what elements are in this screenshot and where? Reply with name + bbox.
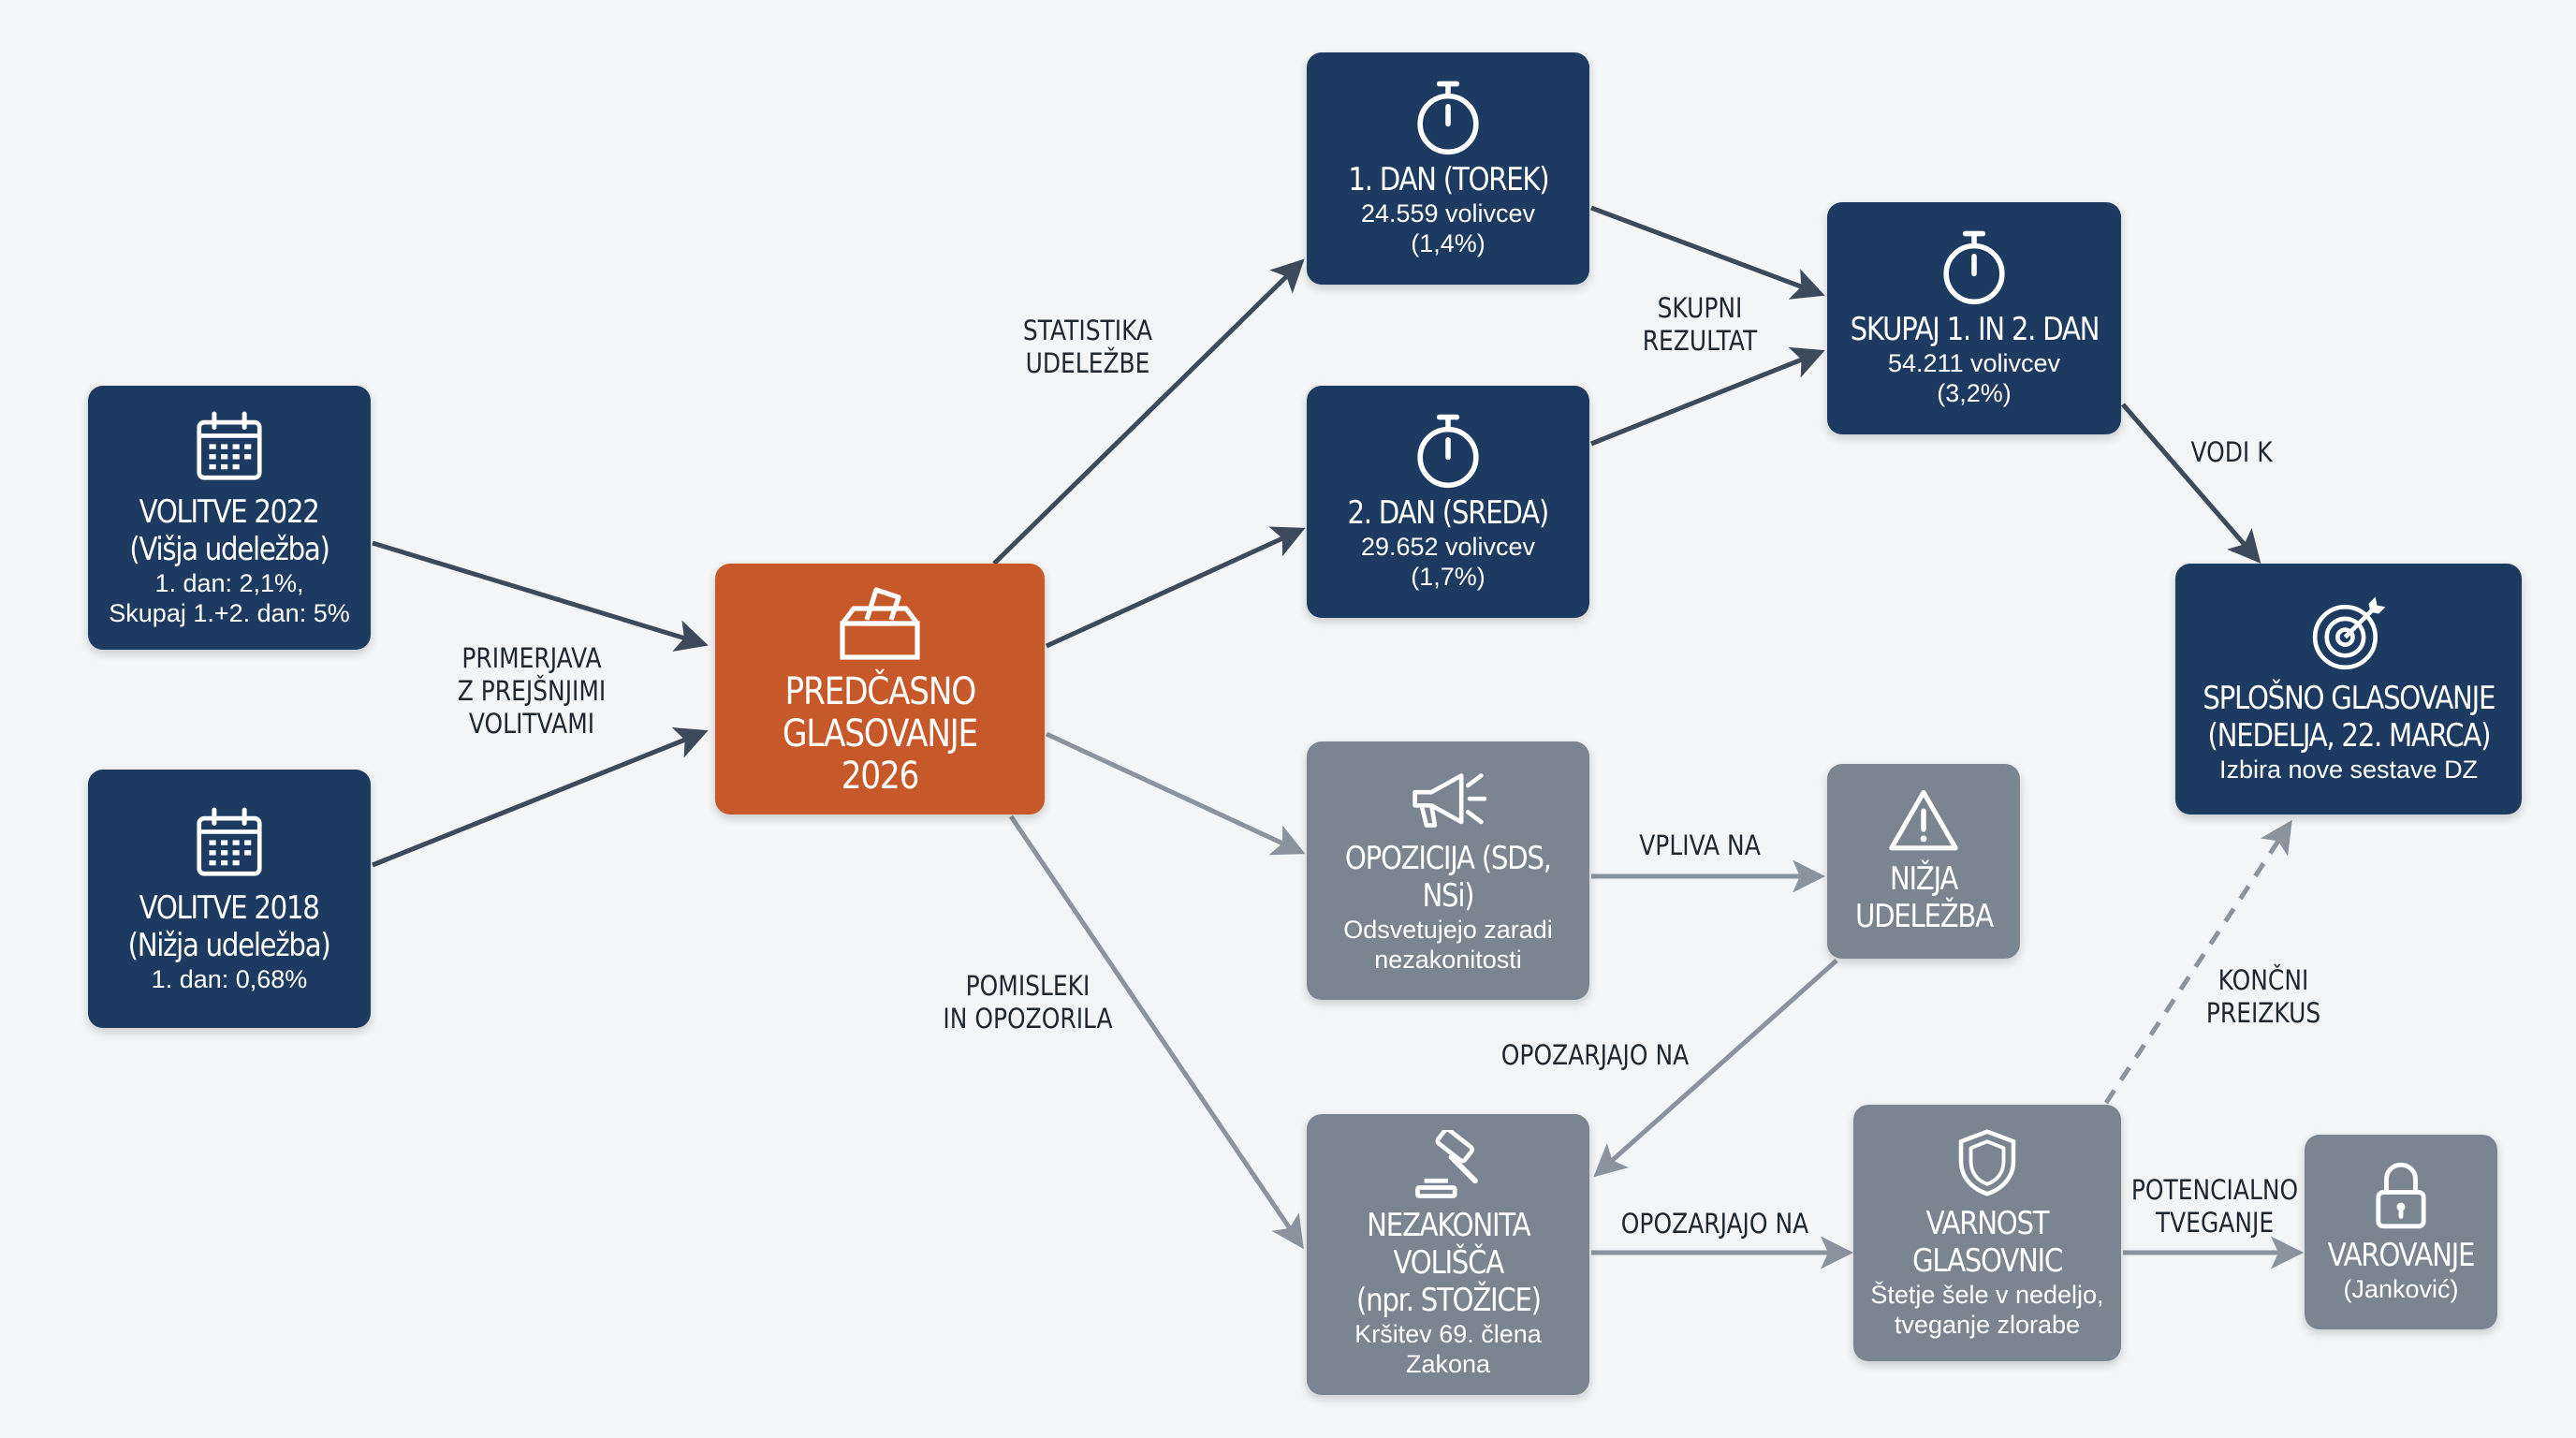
node-title-line: NSi) — [1422, 877, 1475, 915]
node-detail: 29.652 volivcev — [1360, 533, 1536, 561]
edge-label-opozarjajo-2: OPOZARJAJO NA — [1620, 1208, 1809, 1240]
node-varnost-glasovnic: VARNOST GLASOVNIC Štetje šele v nedeljo,… — [1853, 1105, 2121, 1361]
node-title-line: OPOZICIJA (SDS, — [1345, 840, 1552, 877]
stopwatch-icon — [1417, 414, 1479, 489]
arrow-varnost-to-splosno-dashed — [2103, 819, 2292, 1105]
node-detail: Izbira nove sestave DZ — [2218, 756, 2479, 784]
node-title: VOLITVE 2018 — [139, 889, 320, 927]
stopwatch-icon — [1943, 230, 2005, 305]
node-title-line: (npr. STOŽICE) — [1355, 1282, 1542, 1319]
node-title-line: (NEDELJA, 22. MARCA) — [2207, 717, 2491, 755]
arrow-predcasno-to-dan1 — [992, 258, 1305, 565]
node-detail: tveganje zlorabe — [1894, 1311, 2081, 1339]
arrow-predcasno-to-nezakonita — [1008, 814, 1304, 1250]
node-title-line: GLASOVANJE — [782, 712, 978, 756]
node-detail: 1. dan: 0,68% — [151, 965, 308, 993]
arrow-predcasno-to-opozicija — [1045, 731, 1306, 856]
node-detail: (1,4%) — [1411, 229, 1486, 257]
edge-label-vpliva-na: VPLIVA NA — [1639, 829, 1761, 861]
node-subtitle: (Višja udeležba) — [129, 531, 330, 568]
node-detail: nezakonitosti — [1374, 946, 1522, 974]
node-title-line: 2026 — [841, 754, 920, 798]
node-detail: (3,2%) — [1937, 379, 2012, 407]
node-title-line: UDELEŽBA — [1854, 898, 1994, 935]
node-dan-1: 1. DAN (TOREK) 24.559 volivcev (1,4%) — [1307, 52, 1589, 285]
node-volitve-2018: VOLITVE 2018 (Nižja udeležba) 1. dan: 0,… — [88, 770, 371, 1028]
node-detail: (1,7%) — [1411, 563, 1486, 591]
edge-label-pomisleki: POMISLEKI IN OPOZORILA — [943, 970, 1113, 1034]
node-opozicija: OPOZICIJA (SDS, NSi) Odsvetujejo zaradi … — [1307, 741, 1589, 1000]
arrow-2022-to-predcasno — [372, 540, 709, 652]
node-detail: Skupaj 1.+2. dan: 5% — [109, 599, 350, 627]
node-predcasno-glasovanje: PREDČASNO GLASOVANJE 2026 — [715, 564, 1045, 814]
ballot-box-icon — [840, 586, 920, 660]
node-detail: 54.211 volivcev — [1887, 349, 2061, 377]
node-splosno-glasovanje: SPLOŠNO GLASOVANJE (NEDELJA, 22. MARCA) … — [2175, 564, 2522, 814]
arrow-nizja-to-nezakonita — [1593, 959, 1838, 1178]
node-detail: 1. dan: 2,1%, — [154, 569, 304, 597]
node-detail: (Janković) — [2343, 1275, 2459, 1303]
node-dan-2: 2. DAN (SREDA) 29.652 volivcev (1,7%) — [1307, 386, 1589, 618]
node-subtitle: (Nižja udeležba) — [128, 927, 331, 964]
node-detail: Zakona — [1405, 1350, 1491, 1378]
node-detail: Kršitev 69. člena — [1354, 1320, 1542, 1348]
node-detail: Odsvetujejo zaradi — [1343, 916, 1553, 944]
arrow-2018-to-predcasno — [372, 726, 709, 868]
node-skupaj: SKUPAJ 1. IN 2. DAN 54.211 volivcev (3,2… — [1827, 202, 2121, 434]
node-title: SKUPAJ 1. IN 2. DAN — [1850, 311, 2100, 348]
edge-label-potencialno: POTENCIALNO TVEGANJE — [2130, 1174, 2299, 1239]
node-title-line: NEZAKONITA — [1366, 1207, 1530, 1244]
gavel-icon — [1415, 1130, 1478, 1198]
node-nizja-udelezba: NIŽJA UDELEŽBA — [1827, 764, 2020, 959]
node-title-line: GLASOVNIC — [1911, 1242, 2063, 1280]
edge-label-opozarjajo-1: OPOZARJAJO NA — [1500, 1039, 1690, 1071]
stopwatch-icon — [1417, 81, 1479, 155]
arrow-skupaj-to-splosno — [2121, 403, 2261, 564]
arrow-predcasno-to-dan2 — [1045, 526, 1306, 649]
node-title-line: SPLOŠNO GLASOVANJE — [2203, 680, 2496, 717]
megaphone-icon — [1412, 773, 1487, 828]
edge-label-skupni: SKUPNI REZULTAT — [1642, 292, 1758, 357]
shield-icon — [1958, 1129, 2016, 1196]
node-nezakonita-volisca: NEZAKONITA VOLIŠČA (npr. STOŽICE) Kršite… — [1307, 1114, 1589, 1395]
edge-label-statistika: STATISTIKA UDELEŽBE — [1022, 315, 1153, 379]
edge-label-primerjava: PRIMERJAVA Z PREJŠNJIMI VOLITVAMI — [457, 642, 607, 740]
node-title-line: NIŽJA — [1889, 860, 1958, 898]
calendar-icon — [197, 411, 262, 480]
node-title: VOLITVE 2022 — [139, 493, 320, 531]
node-title-line: VOLIŠČA — [1393, 1244, 1504, 1282]
node-title: 1. DAN (TOREK) — [1348, 161, 1549, 198]
node-varovanje: VAROVANJE (Janković) — [2305, 1135, 2497, 1329]
node-title: VAROVANJE — [2327, 1237, 2476, 1274]
arrow-dan1-to-skupaj — [1590, 205, 1825, 300]
node-detail: Štetje šele v nedeljo, — [1870, 1281, 2104, 1309]
node-title-line: PREDČASNO — [784, 669, 976, 713]
edge-label-koncni: KONČNI PREIZKUS — [2205, 964, 2321, 1029]
padlock-icon — [2376, 1162, 2426, 1229]
node-detail: 24.559 volivcev — [1360, 199, 1536, 227]
node-title: 2. DAN (SREDA) — [1347, 494, 1550, 532]
node-volitve-2022: VOLITVE 2022 (Višja udeležba) 1. dan: 2,… — [88, 386, 371, 650]
arrow-dan2-to-skupaj — [1590, 346, 1825, 447]
calendar-icon — [197, 807, 262, 876]
warning-icon — [1889, 789, 1958, 851]
target-icon — [2312, 596, 2386, 670]
edge-label-vodi-k: VODI K — [2190, 436, 2273, 468]
node-title-line: VARNOST — [1925, 1205, 2050, 1242]
